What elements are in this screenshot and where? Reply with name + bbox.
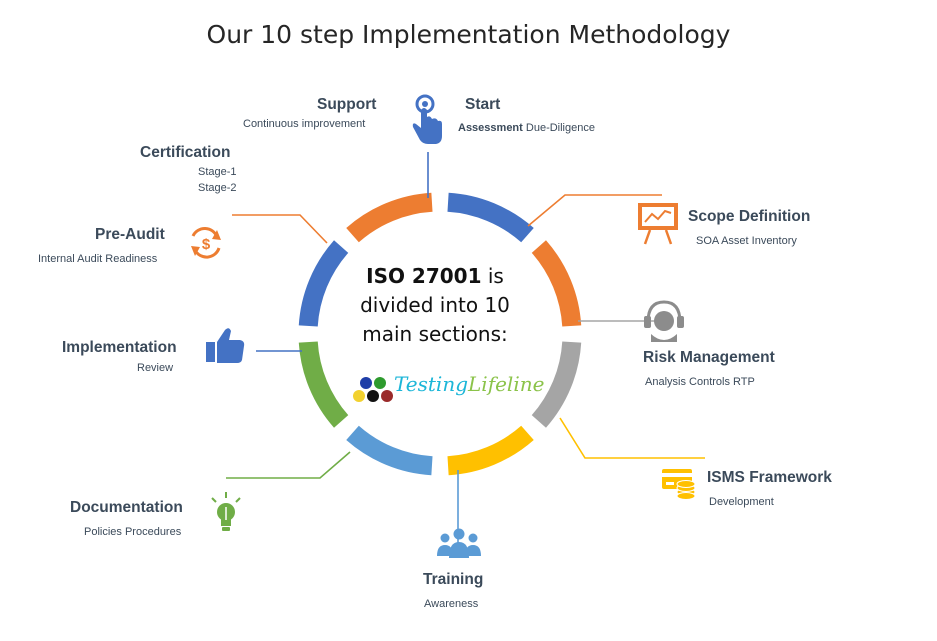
step-training-title: Training (423, 571, 484, 588)
step-isms-sub: Development (709, 496, 774, 508)
step-start-sub: Assessment Due-Diligence (458, 122, 595, 134)
logo-text: TestingLifeline (394, 372, 544, 396)
step-support-sub: Continuous improvement (243, 118, 366, 130)
svg-text:$: $ (202, 236, 211, 253)
step-documentation-sub: Policies Procedures (84, 526, 182, 538)
lightbulb-icon (211, 492, 241, 531)
step-preaudit-sub: Internal Audit Readiness (38, 253, 158, 265)
ring-segment-implementation (298, 240, 349, 327)
headset-icon (644, 300, 684, 342)
step-training-sub: Awareness (424, 598, 479, 610)
thumbs-up-icon (206, 328, 245, 363)
connector-preaudit (232, 214, 328, 244)
step-certification-sub1: Stage-1 (198, 166, 237, 178)
group-icon (437, 528, 481, 558)
logo-hexagons (353, 377, 393, 402)
pointer-hand-icon (412, 94, 442, 144)
ring-segment-documentation (298, 341, 349, 428)
connector-documentation (226, 451, 351, 479)
step-certification-title: Certification (140, 144, 231, 161)
center-line3: main sections: (362, 322, 508, 346)
center-line1-rest: is (481, 264, 504, 288)
step-scope-sub: SOA Asset Inventory (696, 235, 797, 247)
center-text: ISO 27001 is divided into 10 main sectio… (345, 262, 525, 349)
step-risk-title: Risk Management (643, 349, 775, 366)
ring-segment-training (346, 425, 433, 476)
card-coins-icon (662, 469, 696, 500)
step-implementation-sub: Review (137, 362, 174, 374)
connector-isms (559, 417, 705, 459)
dollar-cycle-icon: $ (191, 226, 221, 259)
ring-segment-risk (531, 341, 582, 428)
ring-segment-isms (447, 425, 534, 476)
logo-part2: Lifeline (468, 372, 545, 396)
step-start-sub-bold: Assessment (458, 122, 523, 134)
step-isms-title: ISMS Framework (707, 469, 832, 486)
step-start-title: Start (465, 96, 501, 113)
step-implementation-title: Implementation (62, 339, 177, 356)
presentation-chart-icon (638, 203, 678, 245)
step-risk-sub: Analysis Controls RTP (645, 376, 755, 388)
ring (298, 192, 582, 476)
ring-segment-preaudit (346, 192, 433, 243)
step-certification-sub2: Stage-2 (198, 182, 237, 194)
step-documentation-title: Documentation (70, 499, 183, 516)
step-support-title: Support (317, 96, 377, 113)
center-line1-bold: ISO 27001 (366, 264, 482, 288)
step-start-sub-rest: Due-Diligence (522, 122, 595, 134)
step-scope-title: Scope Definition (688, 208, 811, 225)
ring-segment-scope (531, 240, 582, 327)
logo-part1: Testing (394, 372, 469, 396)
connector-lines (226, 152, 705, 548)
connector-scope (527, 194, 662, 227)
step-preaudit-title: Pre-Audit (95, 226, 165, 243)
center-line2: divided into 10 (360, 293, 510, 317)
page-title: Our 10 step Implementation Methodology (206, 20, 731, 49)
ring-segment-start (447, 192, 534, 243)
